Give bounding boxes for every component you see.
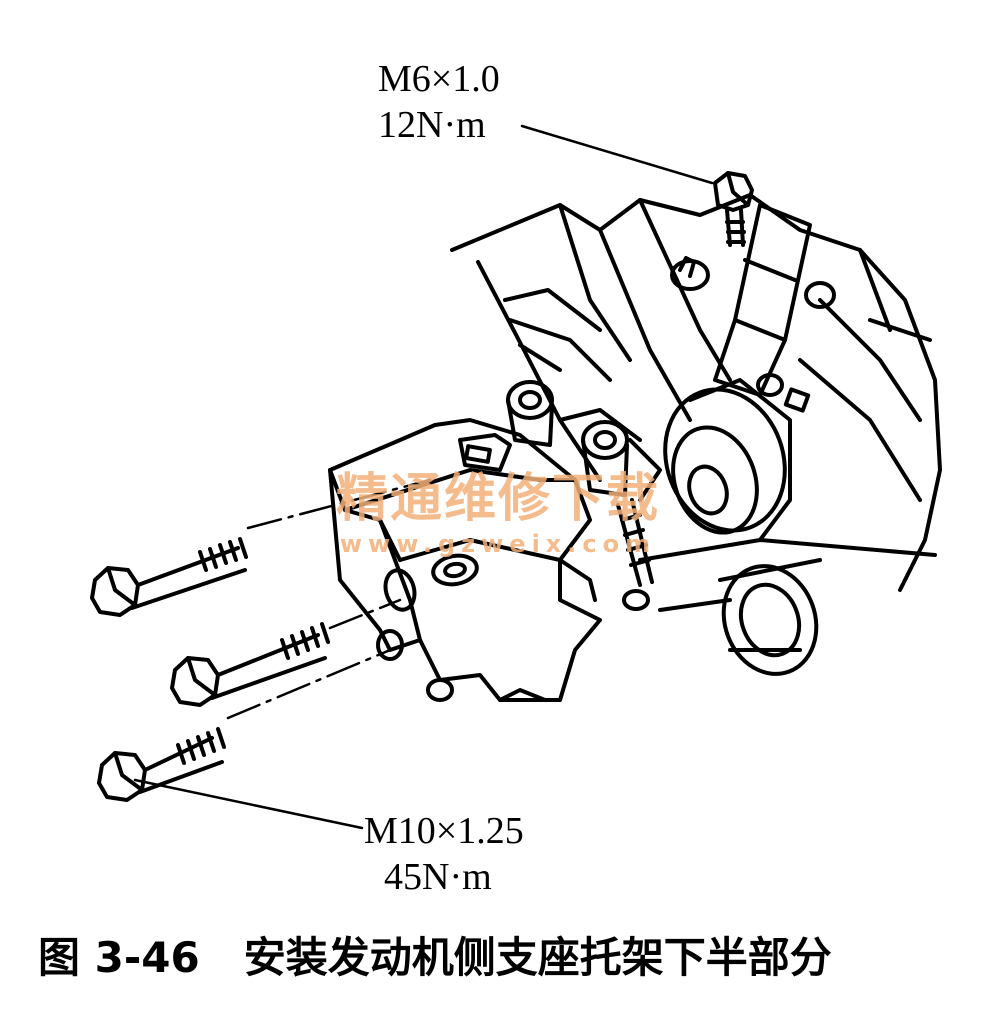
m6-bolt-torque: 12N·m	[378, 104, 486, 146]
alignment-lines	[226, 478, 432, 720]
figure-caption: 图 3-46 安装发动机侧支座托架下半部分	[38, 928, 832, 988]
m10-bolt-spec: M10×1.25	[364, 810, 524, 852]
figure-title: 安装发动机侧支座托架下半部分	[243, 933, 832, 982]
m10-bolt-torque: 45N·m	[384, 856, 492, 898]
m10-bolt-middle	[170, 622, 330, 707]
leader-lines	[133, 124, 714, 830]
m10-bolt-lower	[97, 727, 226, 802]
upper-bracket-plate	[713, 203, 812, 413]
m6-bolt-callout: M6×1.0 12N·m	[378, 56, 500, 148]
m6-bolt	[713, 171, 754, 247]
crankshaft-pulley	[663, 378, 822, 676]
m10-bolt-upper	[90, 537, 248, 617]
stud-pin	[616, 498, 654, 611]
engine-block	[450, 193, 942, 612]
m10-bolt-callout: M10×1.25 45N·m	[364, 808, 524, 900]
m6-bolt-spec: M6×1.0	[378, 58, 500, 100]
figure-number: 图 3-46	[38, 933, 200, 982]
idler-pulleys	[506, 380, 662, 502]
